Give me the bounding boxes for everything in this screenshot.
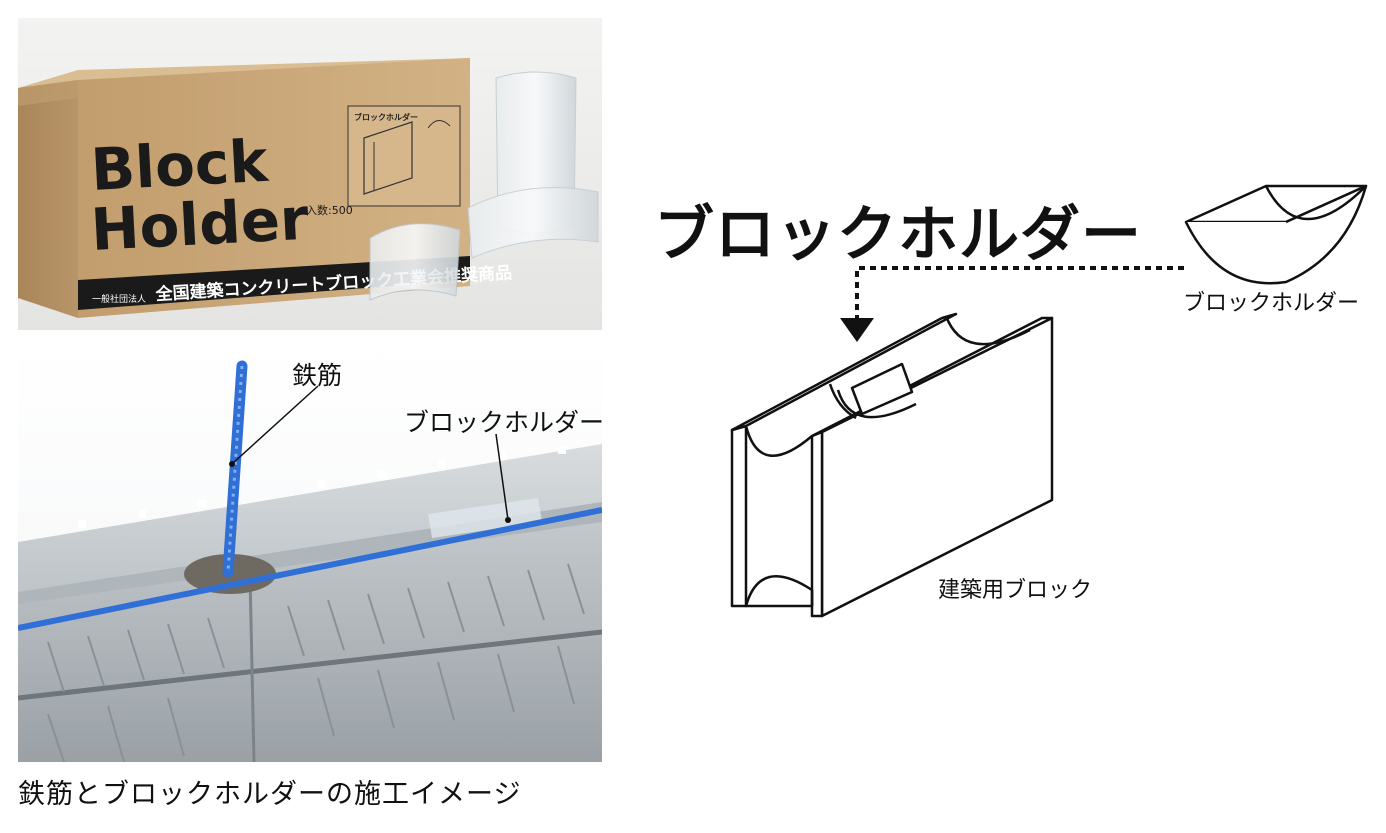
block-wall-illustration — [18, 342, 602, 762]
box-org-small: 一般社団法人 — [92, 293, 146, 305]
block-installation-photo — [18, 342, 602, 762]
clear-holder-lying — [467, 187, 599, 259]
horizontal-rebar — [18, 507, 602, 631]
block-photo-holder — [428, 498, 542, 538]
product-box-photo: 一般社団法人 全国建築コンクリートブロック工業会推奨商品 Block Holde… — [18, 18, 602, 330]
holder-leader-line — [495, 433, 509, 521]
diagram-title: ブロックホルダー — [654, 200, 1142, 270]
box-brand-line1: Block — [89, 127, 271, 204]
block-diagram — [730, 184, 1368, 618]
block-back-wall — [18, 444, 602, 604]
holder-gutter-drawing — [1184, 184, 1368, 285]
box-panel-title: ブロックホルダー — [354, 112, 418, 122]
box-brand-line2: Holder — [89, 185, 310, 264]
holder-photo-label: ブロックホルダー — [404, 408, 605, 437]
rebar-label: 鉄筋 — [292, 361, 343, 390]
box-side — [18, 80, 78, 318]
rebar-leader-line — [231, 385, 319, 465]
cardboard-box-illustration: 一般社団法人 全国建築コンクリートブロック工業会推奨商品 Block Holde… — [18, 18, 602, 330]
holder-diagram-label: ブロックホルダー — [1183, 291, 1360, 316]
block-front-wall — [18, 522, 602, 762]
insert-arrow-head — [840, 318, 874, 342]
concrete-block-drawing — [730, 312, 1054, 618]
insert-arrow-line — [855, 266, 1184, 318]
block-diagram-label: 建築用ブロック — [938, 578, 1093, 603]
box-quantity: 入数:500 — [306, 204, 353, 217]
clear-holder-front — [369, 223, 461, 301]
installation-caption: 鉄筋とブロックホルダーの施工イメージ — [18, 779, 522, 810]
